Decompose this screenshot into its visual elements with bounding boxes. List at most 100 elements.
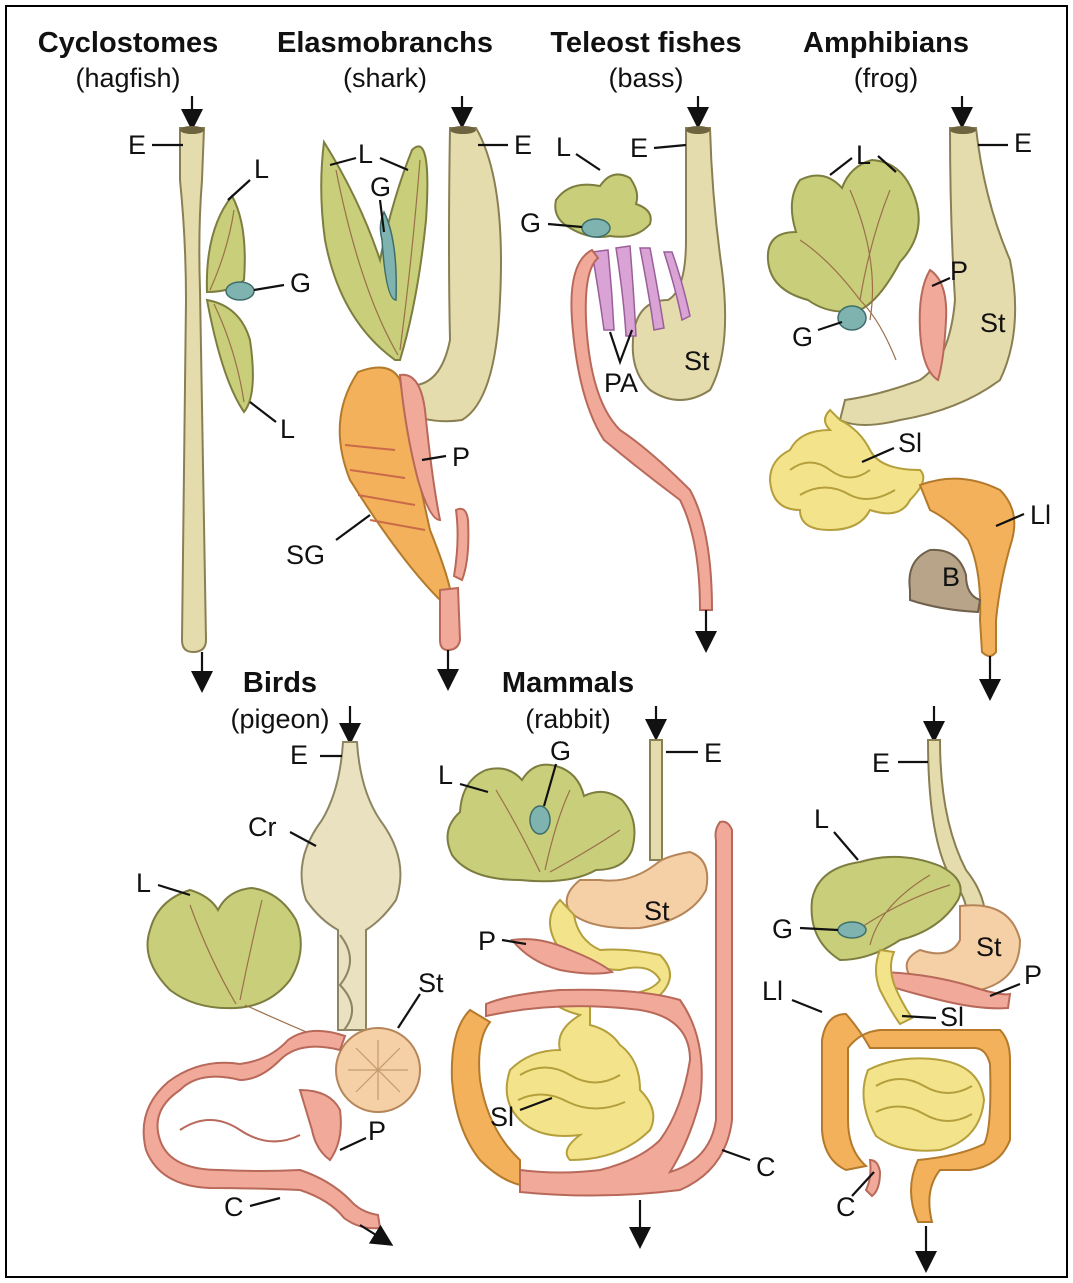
panel-amphibians: Amphibians (frog) L E P St G Sl Ll B <box>768 27 1051 690</box>
label-l: L <box>358 139 373 169</box>
panel-title: Amphibians <box>803 27 969 59</box>
panel-birds: Birds (pigeon) E Cr L St P C <box>136 667 444 1240</box>
label-cr: Cr <box>248 812 277 842</box>
gallbladder <box>838 922 866 938</box>
label-c: C <box>756 1152 776 1182</box>
label-leader <box>340 1138 366 1150</box>
label-g: G <box>370 172 391 202</box>
label-p: P <box>950 256 968 286</box>
liver <box>148 888 301 1008</box>
label-leader <box>722 1150 750 1160</box>
label-leader <box>818 322 842 330</box>
label-leader <box>228 180 250 200</box>
label-p: P <box>368 1116 386 1146</box>
label-leader <box>250 1198 280 1206</box>
panel-mammals: Mammals (rabbit) G E L St P Sl C <box>438 667 776 1238</box>
label-e: E <box>704 738 722 768</box>
label-st: St <box>976 932 1002 962</box>
label-e: E <box>514 130 532 160</box>
label-g: G <box>520 208 541 238</box>
label-pa: PA <box>604 368 638 398</box>
tube-opening <box>450 126 476 134</box>
crop <box>302 742 401 1030</box>
label-l: L <box>438 760 453 790</box>
label-st: St <box>980 308 1006 338</box>
label-leader <box>158 885 190 895</box>
panel-teleost: Teleost fishes (bass) L E G PA St <box>520 27 742 642</box>
label-leader <box>398 994 420 1028</box>
label-leader <box>576 154 600 170</box>
label-leader <box>654 145 686 148</box>
label-ll: Ll <box>1030 500 1051 530</box>
label-sl: Sl <box>940 1002 964 1032</box>
panel-subtitle: (pigeon) <box>230 704 329 734</box>
panel-title: Birds <box>243 667 317 699</box>
panel-title: Elasmobranchs <box>277 27 493 59</box>
label-l: L <box>556 132 571 162</box>
panel-subtitle: (frog) <box>854 63 919 93</box>
label-e: E <box>1014 128 1032 158</box>
label-l: L <box>254 154 269 184</box>
label-leader <box>250 402 276 422</box>
label-p: P <box>478 926 496 956</box>
label-l: L <box>136 868 151 898</box>
panel-subtitle: (hagfish) <box>75 63 180 93</box>
tube-opening <box>686 126 710 134</box>
label-leader <box>336 515 370 540</box>
label-leader <box>834 832 858 860</box>
label-leader <box>792 1000 822 1012</box>
label-ll: Ll <box>762 976 783 1006</box>
label-e: E <box>630 133 648 163</box>
label-c: C <box>836 1192 856 1222</box>
label-st: St <box>644 896 670 926</box>
panel-subtitle: (shark) <box>343 63 427 93</box>
label-e: E <box>290 740 308 770</box>
label-e: E <box>128 130 146 160</box>
small-intestine <box>864 1058 985 1150</box>
tube-opening <box>180 126 204 134</box>
liver-lower-lobe <box>207 300 253 412</box>
label-g: G <box>772 914 793 944</box>
tube-opening <box>950 126 976 134</box>
label-l: L <box>814 804 829 834</box>
liver <box>812 857 961 960</box>
intestine-coils <box>180 1120 300 1141</box>
label-sl: Sl <box>898 428 922 458</box>
gallbladder <box>530 806 550 834</box>
label-sg: SG <box>286 540 325 570</box>
label-l: L <box>856 140 871 170</box>
rectum <box>440 588 460 650</box>
gizzard-texture <box>348 1040 408 1100</box>
gallbladder <box>226 282 254 300</box>
label-st: St <box>684 346 710 376</box>
panel-title: Mammals <box>502 667 634 699</box>
label-st: St <box>418 968 444 998</box>
panel-human: E L G St Ll P Sl C <box>762 706 1042 1262</box>
label-b: B <box>942 562 960 592</box>
gallbladder <box>838 306 866 330</box>
pancreas <box>300 1090 341 1160</box>
panel-title: Cyclostomes <box>38 27 219 59</box>
panel-subtitle: (rabbit) <box>525 704 611 734</box>
panel-elasmobranchs: Elasmobranchs (shark) L G E P SG <box>277 27 532 680</box>
label-leader <box>254 285 284 290</box>
label-g: G <box>792 322 813 352</box>
label-p: P <box>1024 960 1042 990</box>
label-sl: Sl <box>490 1102 514 1132</box>
label-leader <box>380 158 408 170</box>
label-p: P <box>452 442 470 472</box>
label-leader <box>830 158 852 175</box>
panel-title: Teleost fishes <box>550 27 741 59</box>
label-c: C <box>224 1192 244 1222</box>
panel-subtitle: (bass) <box>608 63 683 93</box>
liver <box>768 160 919 312</box>
gallbladder <box>582 219 610 237</box>
rectal-gland <box>454 509 468 580</box>
label-e: E <box>872 748 890 778</box>
esophagus-intestine-tube <box>180 128 206 652</box>
esophagus <box>650 740 662 860</box>
label-g: G <box>290 268 311 298</box>
label-l: L <box>280 414 295 444</box>
